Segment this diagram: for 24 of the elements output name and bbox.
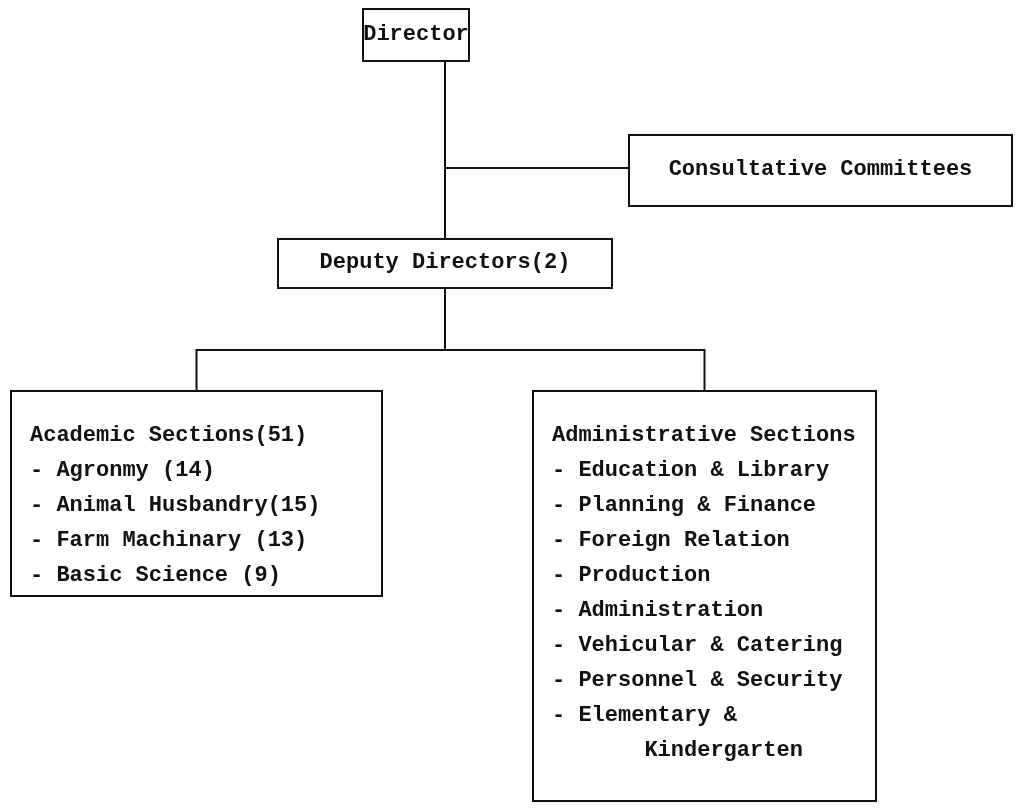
section-item: - Production — [552, 562, 712, 590]
section-item: - Elementary & Kindergarten — [552, 702, 804, 765]
section-item: - Personnel & Security — [552, 667, 844, 695]
section-item: - Animal Husbandry(15) — [30, 492, 322, 520]
section-item: - Planning & Finance — [552, 492, 818, 520]
section-heading: Academic Sections(51) — [30, 422, 309, 450]
section-item: - Administration — [552, 597, 765, 625]
section-item: - Basic Science (9) — [30, 562, 282, 590]
section-item: - Farm Machinary (13) — [30, 527, 309, 555]
section-item: - Vehicular & Catering — [552, 632, 844, 660]
org-box — [277, 238, 613, 289]
section-item: - Agronmy (14) — [30, 457, 216, 485]
section-item: - Foreign Relation — [552, 527, 791, 555]
section-heading: Administrative Sections — [552, 422, 856, 450]
connector-line — [444, 288, 706, 391]
connector-line — [444, 61, 629, 169]
section-list-box — [10, 390, 383, 597]
section-item: - Education & Library — [552, 457, 831, 485]
box-label: Director — [363, 21, 469, 49]
section-list-box — [532, 390, 877, 802]
box-label: Consultative Committees — [668, 157, 973, 184]
org-box — [362, 8, 470, 62]
box-label: Deputy Directors(2) — [319, 250, 571, 277]
org-box — [628, 134, 1013, 207]
